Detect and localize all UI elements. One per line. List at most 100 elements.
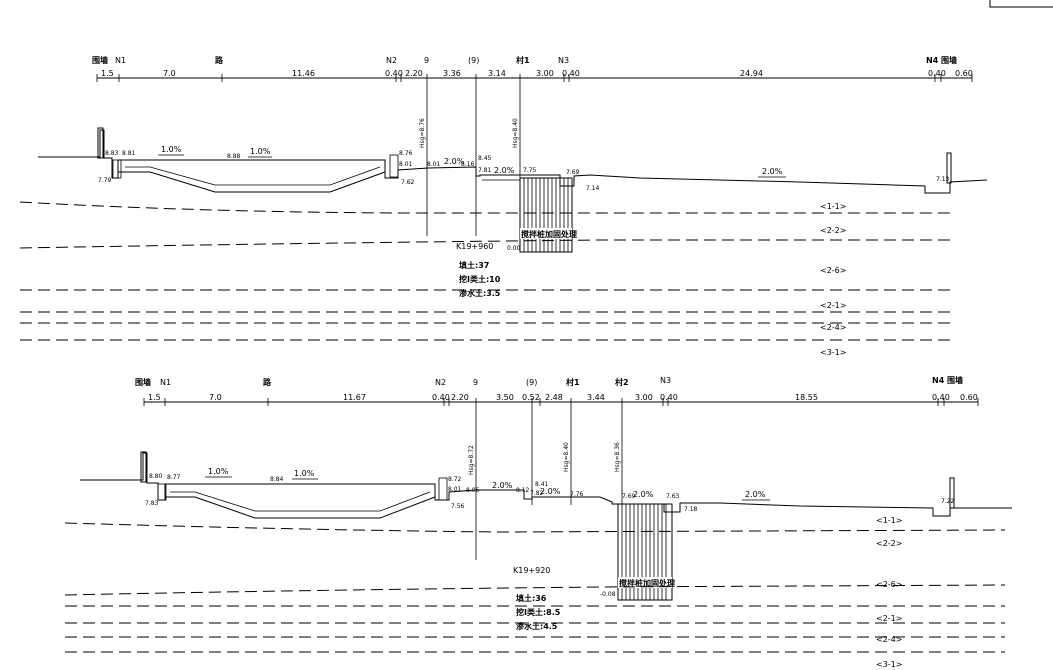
elev2-5: 8.72 [448, 476, 462, 483]
section-k19-960: 围墙 N1 路 N2 9 (9) 村1 N3 N4 围墙 1.5 7.0 11.… [19, 55, 988, 357]
elev2-11: 7.82 [530, 490, 544, 497]
quantity-fill-2: 填土:36 [516, 593, 547, 603]
slope-5: 2.0% [762, 167, 783, 176]
dim2-10: 3.00 [635, 393, 653, 402]
label-n3-2: N3 [660, 376, 671, 385]
dim2-13: 0.40 [932, 393, 950, 402]
station-1: K19+960 [456, 242, 493, 251]
elev-9: 8.45 [478, 155, 492, 162]
dim-8: 3.00 [536, 69, 554, 78]
elev-10: 8.16 [461, 161, 475, 168]
dim-12: 0.60 [955, 69, 973, 78]
quantity-seep-1: 渗水土:3.5 [459, 288, 501, 298]
slope2-5: 2.0% [633, 490, 654, 499]
quantity-seep-2: 渗水土:4.5 [516, 621, 558, 631]
label-n4-wall-2: N4 围墙 [932, 375, 963, 385]
dim2-8: 2.48 [545, 393, 563, 402]
stratum-1-1-b: <1-1> [876, 516, 902, 525]
label-9: 9 [424, 56, 429, 65]
quantity-cut-1: 挖I类土:10 [459, 274, 501, 284]
elev2-7: 7.56 [451, 503, 465, 510]
elev-13: 7.69 [566, 169, 580, 176]
stratum-2-1-a: <2-1> [820, 301, 846, 310]
dim2-5: 2.20 [451, 393, 469, 402]
label-village-1: 村1 [516, 55, 530, 65]
label-road-2: 路 [263, 377, 272, 387]
elev2-1: 8.80 [149, 473, 163, 480]
dim2-2: 7.0 [209, 393, 222, 402]
elev2-17: -0.08 [600, 591, 616, 598]
strata-lines-1 [19, 201, 955, 341]
slope-3: 2.0% [444, 157, 465, 166]
elev2-4: 8.84 [270, 476, 284, 483]
label-village-1-2: 村1 [566, 377, 580, 387]
dim-2: 7.0 [163, 69, 176, 78]
dim2-11: 0.40 [660, 393, 678, 402]
dim-11: 0.40 [928, 69, 946, 78]
elev-8: 8.01 [427, 161, 441, 168]
dim-7: 3.14 [488, 69, 506, 78]
elev-6: 8.01 [399, 161, 413, 168]
elev2-13: 7.69 [622, 493, 636, 500]
elev-2: 8.81 [122, 150, 136, 157]
stratum-2-4-a: <2-4> [820, 323, 846, 332]
slope2-1: 1.0% [208, 467, 229, 476]
elev2-15: 7.18 [684, 506, 698, 513]
dim2-12: 18.55 [795, 393, 818, 402]
slope2-3: 2.0% [492, 481, 513, 490]
dim-5: 2.20 [405, 69, 423, 78]
section-k19-920: 围墙 N1 路 N2 9 (9) 村1 村2 N3 N4 围墙 1.5 7.0 … [64, 375, 1012, 669]
dim-1: 1.5 [101, 69, 114, 78]
dimension-ticks-2 [143, 398, 979, 406]
label-n4-wall: N4 围墙 [926, 55, 957, 65]
stratum-2-4-b: <2-4> [876, 635, 902, 644]
elev-4: 8.88 [227, 153, 241, 160]
quantity-fill-1: 填土:37 [459, 260, 489, 270]
label-wall-left: 围墙 [92, 55, 108, 65]
subgrade-line-left [118, 171, 386, 193]
pile-label-1: 搅拌桩加固处理 [521, 229, 577, 239]
slope2-6: 2.0% [745, 490, 766, 499]
label-9-paren-2: (9) [526, 378, 537, 387]
label-9-paren: (9) [468, 56, 479, 65]
ditch-n1-2 [157, 483, 167, 501]
label-n3: N3 [558, 56, 569, 65]
wall-post-left [97, 127, 104, 159]
elevation-labels-2: 8.80 8.77 7.83 8.84 8.72 8.01 7.56 8.05 … [145, 473, 955, 598]
elev2-8: 8.05 [466, 487, 480, 494]
label-road: 路 [215, 55, 224, 65]
stratum-2-6-a: <2-6> [820, 266, 846, 275]
elev2-6: 8.01 [448, 486, 462, 493]
pile-label-bg-2 [618, 577, 672, 588]
ditch-n2-2 [438, 477, 448, 501]
label-9-2: 9 [473, 378, 478, 387]
elev2-10: 8.12 [516, 487, 530, 494]
subgrade-inner-left [125, 166, 381, 186]
slope-4: 2.0% [494, 166, 515, 175]
stratum-1-1-a: <1-1> [820, 202, 846, 211]
station-2: K19+920 [513, 566, 550, 575]
elev2-16: 7.22 [941, 498, 955, 505]
stratum-2-6-b: <2-6> [876, 580, 902, 589]
elevation-labels: 8.83 8.81 7.79 8.88 8.76 8.01 7.62 8.01 … [98, 150, 950, 252]
elev-5: 8.76 [399, 150, 413, 157]
subgrade-inner-2 [170, 491, 431, 512]
note-hsg-1: Hsg=8.76 [419, 118, 426, 148]
label-n1-2: N1 [160, 378, 171, 387]
dim-3: 11.46 [292, 69, 315, 78]
slope2-2: 1.0% [294, 469, 315, 478]
slope-2: 1.0% [250, 147, 271, 156]
pile-label-2: 搅拌桩加固处理 [619, 578, 675, 588]
elev2-2: 8.77 [167, 474, 181, 481]
dim2-7: 0.52 [522, 393, 540, 402]
dim2-4: 0.40 [432, 393, 450, 402]
slope2-4: 2.0% [540, 487, 561, 496]
dim-10: 24.94 [740, 69, 763, 78]
elev2-14: 7.63 [666, 493, 680, 500]
elev-11: 7.81 [478, 167, 492, 174]
label-n2: N2 [386, 56, 397, 65]
elev2-12: 7.76 [570, 491, 584, 498]
label-n2-2: N2 [435, 378, 446, 387]
slope-1: 1.0% [161, 145, 182, 154]
